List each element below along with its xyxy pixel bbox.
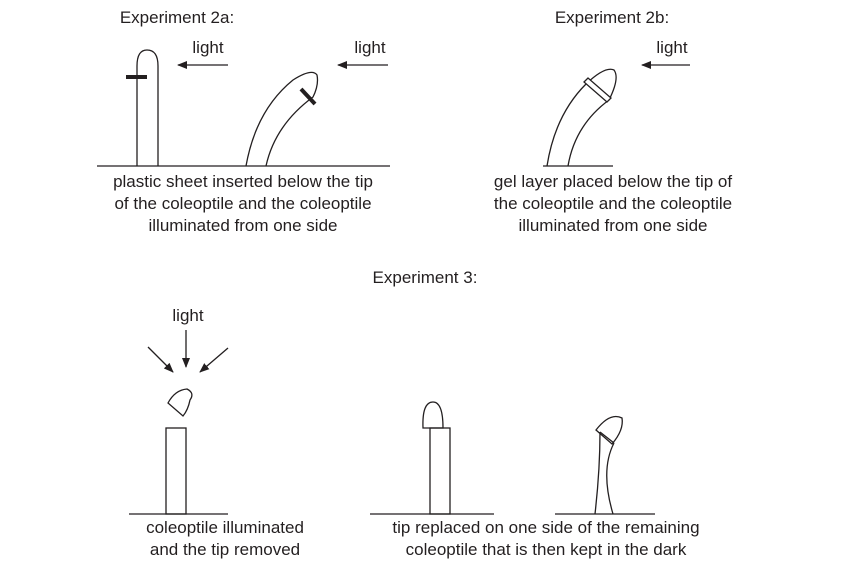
- caption-line: coleoptile illuminated: [146, 518, 304, 537]
- plastic-sheet: [299, 87, 317, 106]
- light-label: light: [172, 306, 204, 325]
- caption-line: and the tip removed: [149, 540, 301, 559]
- replaced-tip: [422, 401, 444, 429]
- light-arrow-diagonal: [199, 347, 229, 373]
- removed-tip: [167, 388, 193, 417]
- light-label: light: [656, 38, 688, 57]
- experiment-2b-title: Experiment 2b:: [554, 8, 670, 27]
- caption-line: coleoptile that is then kept in the dark: [405, 540, 687, 559]
- replaced-tip: [595, 415, 623, 445]
- bent-coleoptile: [546, 68, 617, 167]
- bent-coleoptile: [245, 71, 319, 167]
- caption-line: of the coleoptile and the coleoptile: [114, 194, 372, 213]
- caption-line: illuminated from one side: [148, 216, 338, 235]
- light-label: light: [354, 38, 386, 57]
- caption-line: plastic sheet inserted below the tip: [113, 172, 373, 191]
- caption-line: the coleoptile and the coleoptile: [493, 194, 733, 213]
- caption-line: tip replaced on one side of the remainin…: [392, 518, 700, 537]
- experiment-2a-title: Experiment 2a:: [119, 8, 235, 27]
- coleoptile-stump: [429, 427, 451, 515]
- light-arrow-diagonal: [147, 346, 174, 373]
- coleoptile-stump: [165, 427, 187, 515]
- bent-coleoptile: [594, 431, 615, 515]
- light-label: light: [192, 38, 224, 57]
- caption-line: illuminated from one side: [518, 216, 708, 235]
- caption-line: gel layer placed below the tip of: [493, 172, 733, 191]
- experiment-3-title: Experiment 3:: [372, 268, 478, 287]
- straight-coleoptile: [136, 49, 159, 166]
- gel-layer: [583, 77, 612, 103]
